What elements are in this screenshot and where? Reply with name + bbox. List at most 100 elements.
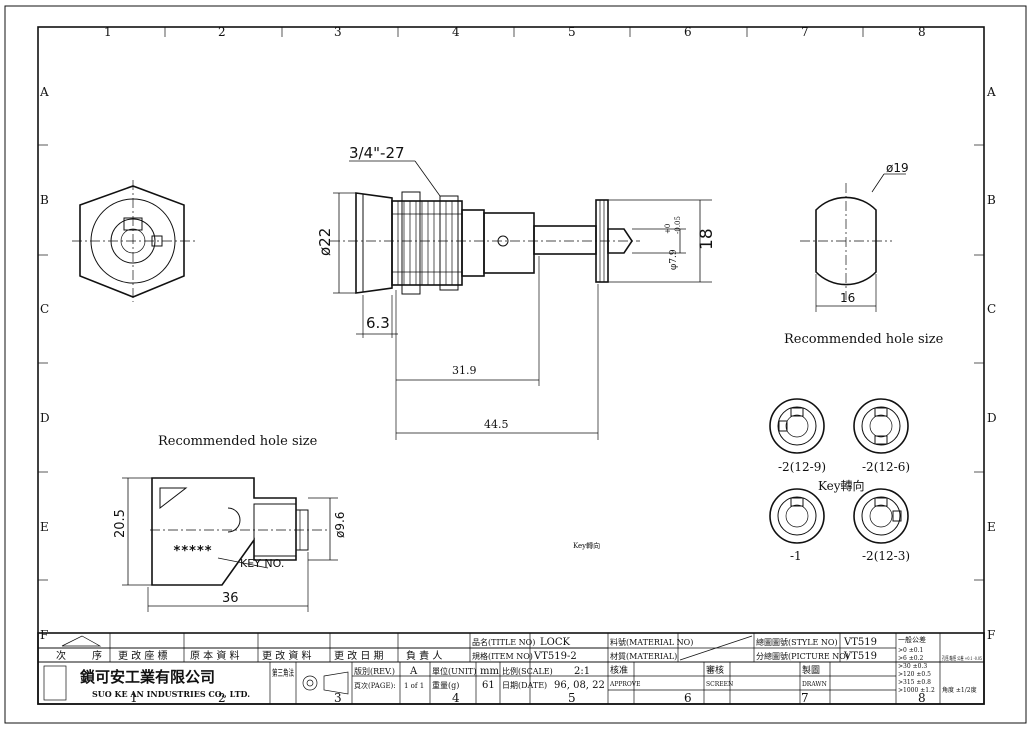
rec-hole-right-label: Recommended hole size	[784, 332, 944, 347]
date-value: 96, 08, 22	[554, 680, 605, 691]
col-label-top: 5	[568, 25, 576, 39]
flange-thk-label: 6.3	[366, 314, 390, 332]
side-view-lock	[330, 191, 640, 295]
hex-size-label: 18	[697, 228, 717, 250]
key-tip-label: ø9.6	[333, 512, 347, 538]
page-value: 1 of 1	[404, 682, 424, 690]
weight-value: 61	[482, 680, 495, 691]
row-label-right: C	[987, 302, 996, 316]
style-no-value: VT519	[843, 637, 877, 648]
col-label-bottom: 8	[918, 691, 926, 705]
tol-row: >315 ±0.8	[898, 679, 931, 686]
col-label-top: 8	[918, 25, 926, 39]
tol-row: >0 ±0.1	[898, 647, 923, 654]
projection-label: 第三角法	[272, 667, 294, 679]
tol-header: 一般公差	[898, 635, 926, 644]
material-label: 料號(MATERIAL NO)	[610, 637, 693, 647]
recommended-hole-right: ø19 16 Recommended hole size	[784, 161, 944, 347]
len-44-label: 44.5	[484, 418, 509, 431]
thread-callout: 3/4"-27	[349, 144, 405, 162]
key-width-label: 36	[222, 591, 239, 606]
unit-label: 單位(UNIT)	[432, 666, 476, 676]
rev-header: 更 改 座 標	[118, 649, 168, 662]
tol-row: >30 ±0.3	[898, 663, 927, 670]
key-view: Recommended hole size ***** KEY NO. 20.5…	[113, 434, 347, 612]
col-label-bottom: 5	[568, 691, 576, 705]
col-label-bottom: 1	[130, 691, 138, 705]
company-cn: 鎖可安工業有限公司	[80, 668, 215, 686]
rev-header: 序	[92, 649, 102, 662]
col-label-bottom: 4	[452, 691, 460, 705]
rev-label: 版別(REV.)	[354, 666, 395, 676]
key-positions: -2(12-9) -2(12-6) Key轉向 -1 -2(12-3)	[769, 398, 910, 563]
pin-tol-top: +0	[664, 224, 672, 234]
pin-tol-bot: -0.05	[674, 216, 682, 234]
item-no-label: 規格(ITEM NO)	[472, 651, 533, 661]
row-label-right: E	[987, 520, 996, 534]
weight-label: 重量(g)	[432, 680, 459, 690]
style-no-label: 總圖圖號(STYLE NO)	[756, 637, 838, 647]
picture-no-value: VT519	[843, 651, 877, 662]
tol-row: >6 ±0.2	[898, 655, 924, 662]
key-pos-4: -2(12-3)	[853, 488, 910, 563]
key-number-label: KEY NO.	[240, 557, 284, 570]
row-label-right: D	[987, 411, 997, 425]
outer-frame	[4, 5, 1027, 724]
border-ticks	[38, 27, 984, 581]
key-pos-label: -1	[790, 549, 802, 563]
col-label-top: 6	[684, 25, 692, 39]
col-label-top: 3	[334, 25, 342, 39]
key-pos-label: -2(12-3)	[862, 549, 910, 563]
hole-flat-label: 16	[840, 291, 855, 305]
row-label-left: C	[40, 302, 49, 316]
col-label-bottom: 6	[684, 691, 692, 705]
body-dia-label: ø22	[316, 228, 334, 256]
screen-en: SCREEN	[706, 681, 733, 688]
pin-dia-label: φ7.9	[669, 249, 679, 270]
row-label-left: B	[40, 193, 49, 207]
row-label-right: F	[987, 628, 995, 642]
title-block: 次 序 更 改 座 標 原 本 資 料 更 改 資 料 更 改 日 期 負 責 …	[37, 632, 985, 705]
unit-value: mm	[480, 666, 499, 677]
column-labels: 1 2 3 4 5 6 7 8 1 2 3 4 5 6 7 8	[104, 25, 926, 705]
key-direction-label: Key轉向	[818, 478, 865, 493]
drawn-label: 製圖	[802, 664, 820, 676]
approve-label: 核准	[610, 664, 628, 676]
tol-note: 角度 ±1/2度	[942, 686, 977, 694]
rev-header: 原 本 資 料	[190, 649, 240, 662]
hole-dia-label: ø19	[886, 161, 909, 175]
key-stars: *****	[173, 544, 212, 559]
tol-row: >1000 ±1.2	[898, 687, 935, 694]
approve-en: APPROVE	[609, 681, 640, 688]
rev-header: 次	[56, 649, 66, 662]
rev-header: 更 改 資 料	[262, 649, 312, 662]
rev-value: A	[409, 666, 418, 677]
row-label-left: A	[39, 85, 49, 99]
page-label: 頁次(PAGE):	[354, 681, 396, 690]
date-label: 日期(DATE)	[502, 681, 547, 690]
col-label-bottom: 7	[801, 691, 809, 705]
col-label-top: 2	[218, 25, 226, 39]
title-no-label: 品名(TITLE NO)	[472, 637, 535, 647]
key-pos-label: -2(12-9)	[778, 460, 826, 474]
drawing-frame	[37, 26, 985, 705]
company-en: SUO KE AN INDUSTRIES CO., LTD.	[92, 689, 250, 699]
key-direction-small: Key轉向	[573, 541, 600, 550]
row-labels: A B C D E F A B C D E F	[39, 85, 997, 642]
len-31-label: 31.9	[452, 364, 477, 377]
row-label-left: D	[40, 411, 50, 425]
screen-label: 審核	[706, 664, 724, 676]
col-label-bottom: 2	[218, 691, 226, 705]
tol-side: 孔徑,軸徑 公差 +0.1 -0.05	[942, 655, 982, 662]
col-label-top: 7	[801, 25, 809, 39]
rev-header: 更 改 日 期	[334, 649, 384, 662]
key-pos-1: -2(12-9)	[769, 398, 826, 474]
picture-no-label: 分總圖號(PICTURE NO)	[756, 651, 849, 661]
col-label-top: 4	[452, 25, 460, 39]
drawn-en: DRAWN	[802, 681, 827, 688]
key-pos-label: -2(12-6)	[862, 460, 910, 474]
title-no-value: LOCK	[540, 637, 570, 648]
side-view-dimensions: 3/4"-27 ø22 6.3 31.9 44.5 φ7.9 +0 -0.05 …	[316, 144, 717, 440]
row-label-right: A	[986, 85, 996, 99]
